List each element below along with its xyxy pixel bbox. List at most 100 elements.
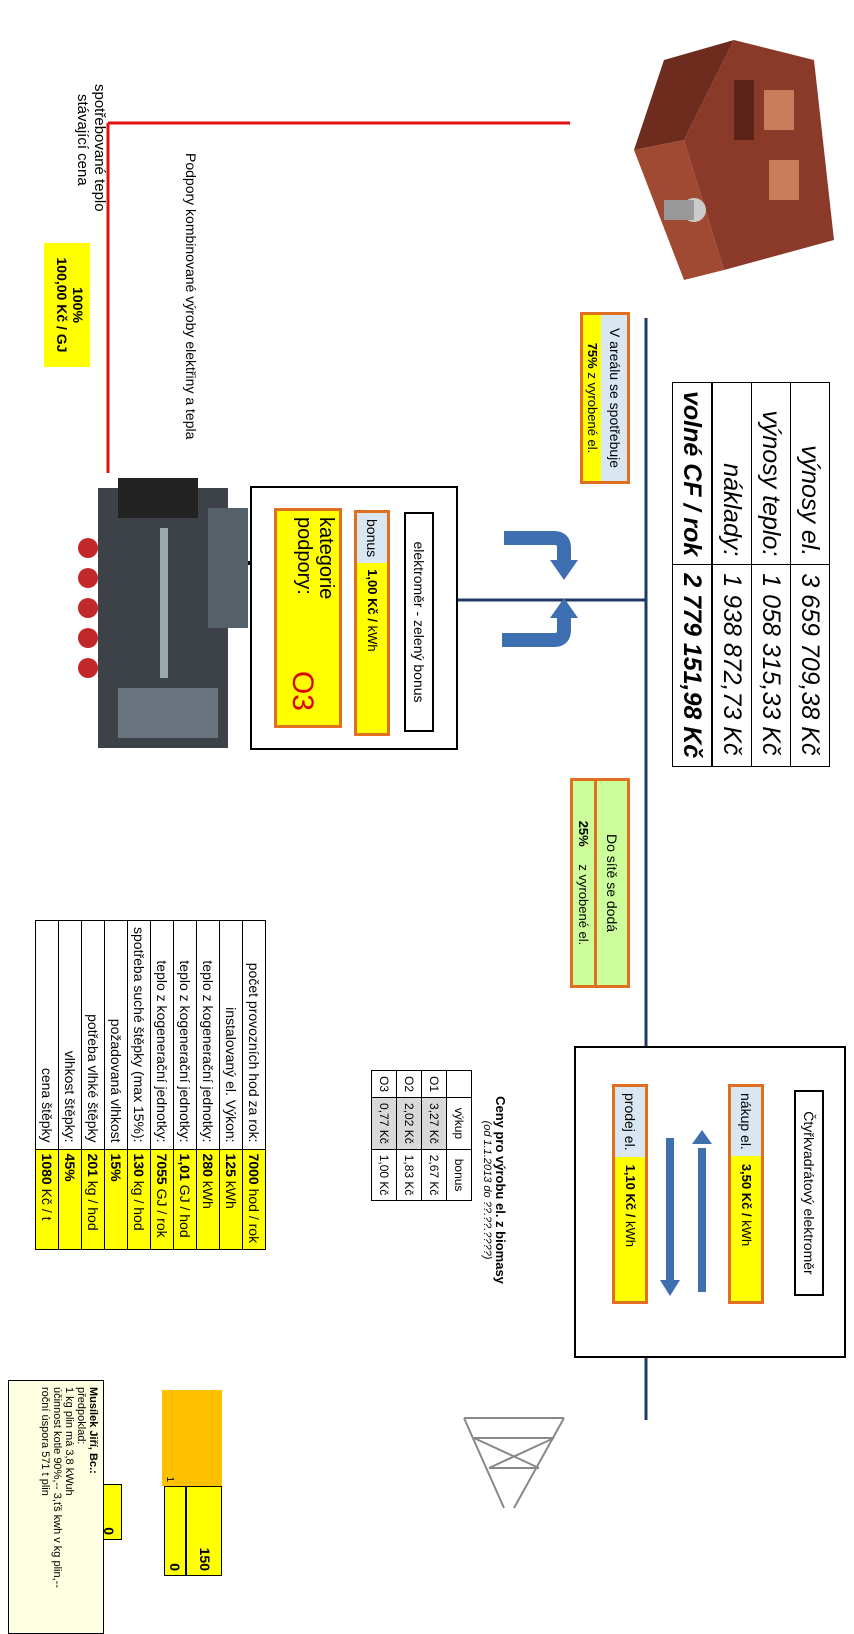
parameter-label: instalovaný el. Výkon: xyxy=(220,921,243,1150)
cashflow-value: 2 779 151,98 Kč xyxy=(673,565,713,767)
parameter-unit: Kč / t xyxy=(39,1189,55,1221)
parameter-label: vlhkost štěpky: xyxy=(59,921,82,1150)
grid-supply-percent: 25% xyxy=(576,821,591,847)
parameter-label: potřeba vlhké štěpky xyxy=(82,921,105,1150)
parameter-number: 15% xyxy=(108,1154,124,1182)
parameter-value: 7000 hod / rok xyxy=(243,1149,266,1250)
cashflow-label: výnosy teplo: xyxy=(752,383,791,565)
cashflow-label: volné CF / rok xyxy=(673,383,713,565)
price-category-cell: O1 xyxy=(422,1071,447,1098)
parameter-unit: GJ / rok xyxy=(154,1189,170,1238)
parameter-unit: kWh xyxy=(223,1181,239,1209)
parameter-number: 130 xyxy=(131,1154,147,1177)
parameter-row: teplo z kogenerační jednotky:280 kWh xyxy=(197,921,220,1250)
parameter-value: 201 kg / hod xyxy=(82,1149,105,1250)
parameter-value: 15% xyxy=(105,1149,128,1250)
parameter-label: teplo z kogenerační jednotky: xyxy=(174,921,197,1150)
parameter-row: spotřeba suché štěpky (max 15%):130 kg /… xyxy=(128,921,151,1250)
parameter-number: 1,01 xyxy=(177,1154,193,1181)
parameter-number: 45% xyxy=(62,1154,78,1182)
cashflow-row: výnosy teplo:1 058 315,33 Kč xyxy=(752,383,791,767)
green-meter-title: elektroměr - zelený bonus xyxy=(404,512,434,732)
heat-label-line1: spotřebované teplo xyxy=(91,84,108,214)
parameter-value: 125 kWh xyxy=(220,1149,243,1250)
parameter-number: 280 xyxy=(200,1154,216,1177)
comment-line: účinnost kotle 90%,-- 3,ťš kwh v kg plin… xyxy=(51,1387,63,1627)
subsidy-title: Podpory kombinované výroby elektřiny a t… xyxy=(183,153,199,439)
parameter-value: 1080 Kč / t xyxy=(36,1149,59,1250)
heat-label: spotřebované teplo stávající cena xyxy=(74,84,108,214)
bonus-unit: kWh xyxy=(365,626,380,652)
cell-0a-value: 0 xyxy=(167,1563,183,1571)
parameter-unit: GJ / hod xyxy=(177,1185,193,1238)
price-header-cell xyxy=(447,1071,472,1098)
parameter-number: 1080 xyxy=(39,1154,55,1185)
parameter-number: 125 xyxy=(223,1154,239,1177)
flow-arrows xyxy=(572,1048,844,1360)
price-header-cell: výkup xyxy=(447,1098,472,1150)
parameter-row: teplo z kogenerační jednotky: 1,01 GJ / h… xyxy=(174,921,197,1250)
parameter-value: 130 kg / hod xyxy=(128,1149,151,1250)
parameter-value: 45% xyxy=(59,1149,82,1250)
heat-price-box: 100% 100,00 Kč / GJ xyxy=(44,243,90,367)
parameter-row: počet provozních hod za rok:7000 hod / r… xyxy=(243,921,266,1250)
price-category-cell: O2 xyxy=(397,1071,422,1098)
cashflow-row: výnosy el.3 659 709,38 Kč xyxy=(791,383,830,767)
sell-arrow-icon xyxy=(660,1280,680,1296)
parameter-row: instalovaný el. Výkon:125 kWh xyxy=(220,921,243,1250)
orange-cell-value: 1 xyxy=(164,1476,175,1482)
price-value-cell: 1,00 Kč xyxy=(372,1149,397,1201)
parameter-unit: kg / hod xyxy=(85,1181,101,1231)
local-use-percent: 75% xyxy=(585,343,600,369)
comment-author: Musílek Jiří, Bc.: xyxy=(87,1387,99,1627)
heat-label-line2: stávající cena xyxy=(74,84,91,214)
parameter-row: vlhkost štěpky: 45% xyxy=(59,921,82,1250)
building-image xyxy=(554,0,854,300)
cell-0a: 0 xyxy=(164,1486,186,1576)
price-value-cell: 0,77 Kč xyxy=(372,1098,397,1150)
parameter-number: 7055 xyxy=(154,1154,170,1185)
parameter-label: cena štěpky xyxy=(36,921,59,1150)
grid-supply-box: Do sítě se dodá 25% z vyrobené el. xyxy=(570,778,630,988)
comment-line: 1 kg plin má 3,8 kWuh xyxy=(63,1387,75,1627)
price-table-subtitle: (od 1.1.2013 do ??.??.????) xyxy=(481,1090,493,1290)
parameter-number: 201 xyxy=(85,1154,101,1177)
parameter-label: teplo z kogenerační jednotky: xyxy=(151,921,174,1150)
cashflow-row: náklady:1 938 872,73 Kč xyxy=(712,383,752,767)
up-turn-arrow xyxy=(504,538,564,560)
heat-price: 100,00 Kč / GJ xyxy=(54,243,70,367)
comment-line: roční úspora 571 t plin xyxy=(39,1387,51,1627)
price-table: výkupbonus O13,27 Kč2,67 KčO22,02 Kč1,83… xyxy=(371,1070,472,1201)
parameter-value: 7055 GJ / rok xyxy=(151,1149,174,1250)
price-value-cell: 1,83 Kč xyxy=(397,1149,422,1201)
cashflow-value: 3 659 709,38 Kč xyxy=(791,565,830,767)
local-use-box: V areálu se spotřebuje 75% z vyrobené el… xyxy=(580,312,630,484)
parameter-label: požadovaná vlhkost xyxy=(105,921,128,1150)
price-header-cell: bonus xyxy=(447,1149,472,1201)
parameter-unit: hod / rok xyxy=(246,1189,262,1243)
parameter-unit: kg / hod xyxy=(131,1181,147,1231)
bonus-label: bonus xyxy=(357,513,387,563)
orange-cell: 1 xyxy=(162,1390,222,1486)
parameter-label: teplo z kogenerační jednotky: xyxy=(197,921,220,1150)
cashflow-value: 1 058 315,33 Kč xyxy=(752,565,791,767)
power-pylon-image xyxy=(434,1388,574,1528)
local-use-suffix: z vyrobené el. xyxy=(585,372,600,453)
cell-comment: Musílek Jiří, Bc.: předpoklad:1 kg plin … xyxy=(8,1380,104,1634)
cogeneration-engine-image xyxy=(58,468,258,778)
down-turn-arrow xyxy=(502,618,564,640)
parameter-label: spotřeba suché štěpky (max 15%): xyxy=(128,921,151,1150)
four-quadrant-meter: Čtyřkvadrátový elektroměr nákup el. 3,50… xyxy=(574,1046,846,1358)
price-value-cell: 3,27 Kč xyxy=(422,1098,447,1150)
cashflow-label: náklady: xyxy=(712,383,752,565)
buy-arrow-icon xyxy=(692,1130,712,1144)
comment-line: předpoklad: xyxy=(75,1387,87,1627)
parameter-number: 7000 xyxy=(246,1154,262,1185)
bonus-row: bonus 1,00 Kč / kWh xyxy=(354,510,390,736)
parameter-row: požadovaná vlhkost 15% xyxy=(105,921,128,1250)
parameter-value: 280 kWh xyxy=(197,1149,220,1250)
category-label: kategorie podpory: xyxy=(293,517,337,637)
